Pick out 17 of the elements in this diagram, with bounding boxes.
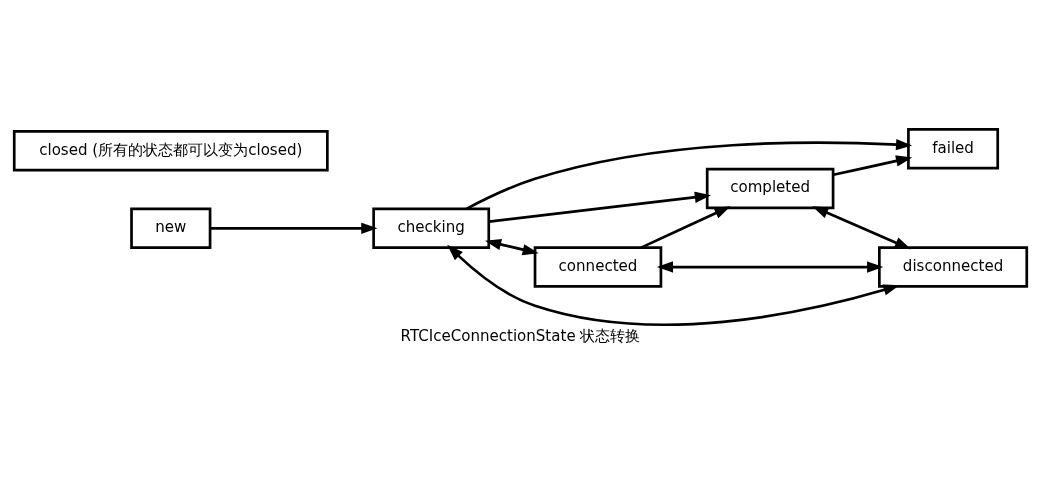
arrow <box>484 238 539 255</box>
arrow <box>446 244 900 326</box>
node-box: disconnected <box>877 245 1028 288</box>
arrow <box>640 205 731 249</box>
node-box: new <box>129 207 211 249</box>
node-box: failed <box>906 127 999 169</box>
arrow <box>488 191 711 223</box>
arrow <box>811 205 911 249</box>
node-box: connected <box>533 245 662 288</box>
node-box: completed <box>705 167 834 209</box>
arrow <box>209 222 377 234</box>
node-box: closed (所有的状态都可以变为closed) <box>12 129 329 172</box>
arrow <box>465 138 912 210</box>
node-box: checking <box>371 207 490 249</box>
arrow <box>832 154 912 176</box>
arrow <box>656 260 883 273</box>
caption: RTCIceConnectionState 状态转换 <box>400 326 640 345</box>
